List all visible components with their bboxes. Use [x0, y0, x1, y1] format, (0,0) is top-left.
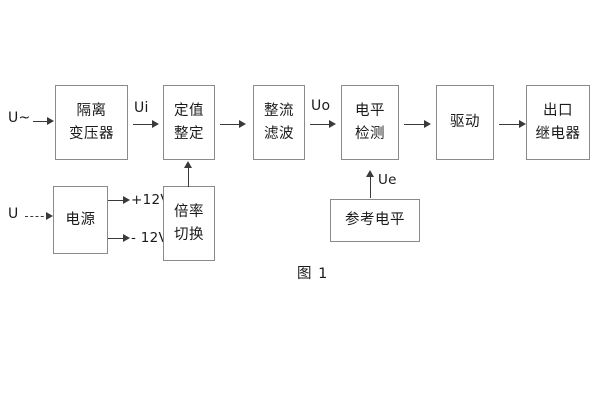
rail-positive-label: +12V — [131, 192, 170, 208]
setting-to-rectify-arrowhead — [239, 120, 246, 128]
signal-label-ue: Ue — [378, 172, 397, 188]
block-line: 参考电平 — [345, 212, 405, 229]
block-line: 检测 — [355, 125, 385, 142]
level-to-drive-line — [404, 124, 427, 125]
uo-arrowhead — [329, 120, 336, 128]
input-label-dc: U — [8, 206, 19, 222]
block-power-supply[interactable]: 电源 — [53, 186, 108, 254]
block-setting-value[interactable]: 定值 整定 — [163, 85, 215, 160]
block-multiplier-switch[interactable]: 倍率 切换 — [163, 186, 215, 261]
input-dc-arrowhead — [46, 212, 53, 220]
block-line: 电源 — [65, 211, 96, 228]
block-line: 整定 — [174, 125, 204, 142]
multiplier-to-setting-arrowhead — [184, 161, 192, 168]
uo-connector-line — [310, 124, 332, 125]
input-dc-dashed-line — [25, 216, 49, 217]
reference-to-level-line — [370, 176, 371, 198]
block-isolation-transformer[interactable]: 隔离 变压器 — [55, 85, 128, 160]
block-line: 驱动 — [450, 114, 480, 131]
block-line: 出口 — [543, 103, 573, 120]
block-line: 继电器 — [535, 125, 581, 142]
block-line: 倍率 — [174, 204, 204, 221]
level-to-drive-arrowhead — [424, 120, 431, 128]
input-ac-line — [33, 121, 51, 122]
block-line: 定值 — [174, 103, 204, 120]
block-reference-level[interactable]: 参考电平 — [330, 199, 420, 242]
block-line: 切换 — [174, 226, 204, 243]
block-line: 滤波 — [264, 125, 294, 142]
figure-caption: 图 1 — [297, 266, 329, 282]
input-label-ac: U~ — [8, 110, 31, 126]
drive-to-relay-line — [499, 124, 522, 125]
block-line: 电平 — [355, 103, 385, 120]
block-drive[interactable]: 驱动 — [436, 85, 494, 160]
reference-to-level-arrowhead — [366, 170, 374, 177]
block-output-relay[interactable]: 出口 继电器 — [526, 85, 590, 160]
block-line: 隔离 — [76, 103, 107, 120]
ui-connector-line — [133, 124, 155, 125]
signal-label-uo: Uo — [311, 98, 331, 114]
rail-negative-label: - 12V — [131, 230, 169, 246]
block-line: 变压器 — [69, 125, 114, 142]
setting-to-rectify-line — [220, 124, 242, 125]
rail-positive-line — [108, 200, 126, 201]
signal-label-ui: Ui — [134, 100, 149, 116]
rail-negative-line — [108, 238, 126, 239]
block-level-detection[interactable]: 电平 检测 — [341, 85, 399, 160]
block-rectify-filter[interactable]: 整流 滤波 — [253, 85, 305, 160]
drive-to-relay-arrowhead — [519, 120, 526, 128]
ui-arrowhead — [152, 120, 159, 128]
block-line: 整流 — [264, 103, 294, 120]
multiplier-to-setting-line — [188, 167, 189, 187]
rail-positive-arrowhead — [123, 196, 130, 204]
input-ac-arrowhead — [47, 117, 54, 125]
rail-negative-arrowhead — [123, 234, 130, 242]
